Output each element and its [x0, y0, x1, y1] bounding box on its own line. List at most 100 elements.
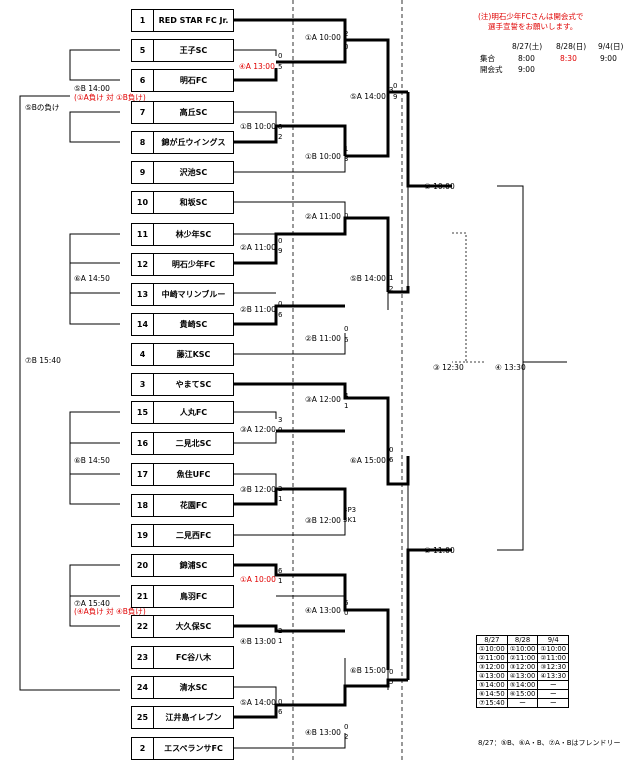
score: 6	[278, 311, 283, 319]
team-number: 14	[132, 314, 154, 335]
score: 1	[278, 637, 283, 645]
schedule-table-header: 8/27	[476, 635, 508, 645]
team-name: 明石少年FC	[171, 260, 216, 269]
match-label: ④B 13:00	[240, 637, 276, 646]
match-label: ①B 10:00	[240, 122, 276, 131]
match-label: ②B 11:00	[305, 334, 341, 343]
team-number: 17	[132, 464, 154, 485]
team-name: 魚住UFC	[176, 470, 211, 479]
footnote: 8/27：⑤B、⑥A・B、⑦A・Bはフレンドリー	[478, 739, 621, 747]
match-label: ⑥A 15:00	[350, 456, 386, 465]
team-number: 18	[132, 495, 154, 516]
score: 4	[344, 392, 349, 400]
team-name: 高丘SC	[179, 108, 208, 117]
match-label: ①B 10:00	[305, 152, 341, 161]
team-box: 7 高丘SC	[131, 101, 234, 124]
team-box: 2 エスペランサFC	[131, 737, 234, 760]
team-number: 25	[132, 707, 154, 728]
team-name: 錦が丘ウイングス	[161, 138, 226, 147]
match-label: ④A 13:00	[239, 62, 275, 71]
schedule-table-cell: ⑤14:00	[476, 680, 508, 690]
team-number: 4	[132, 344, 154, 365]
score: 3	[278, 416, 283, 424]
team-box: 23 FC谷八木	[131, 646, 234, 669]
score: 1	[278, 577, 283, 585]
score: 1	[344, 145, 349, 153]
team-name: 沢池SC	[179, 168, 208, 177]
score: 2	[278, 485, 283, 493]
score: 9	[393, 93, 398, 101]
schedule-table-cell: ー	[506, 698, 539, 708]
score: 8	[278, 123, 283, 131]
schedule-table-cell: ④13:00	[476, 671, 508, 681]
schedule-table-cell: ③12:00	[476, 662, 508, 672]
team-number: 6	[132, 70, 154, 91]
team-name: 人丸FC	[179, 408, 208, 417]
team-number: 3	[132, 374, 154, 395]
score: 2	[344, 30, 349, 38]
score: 2	[278, 627, 283, 635]
score: 0	[344, 43, 349, 51]
team-number: 24	[132, 677, 154, 698]
match-label: ⑤A 14:00	[240, 698, 276, 707]
match-label: ③ 12:30	[433, 363, 464, 372]
team-box: 10 和坂SC	[131, 191, 234, 214]
schedule-date-2: 8/28(日)	[556, 42, 587, 51]
score: 2	[389, 285, 394, 293]
team-number: 22	[132, 616, 154, 637]
team-number: 20	[132, 555, 154, 576]
schedule-table-cell: ②11:00	[476, 653, 508, 663]
match-label: ⑥B 15:00	[350, 666, 386, 675]
schedule-table-cell: ⑦15:40	[476, 698, 508, 708]
match-label: ⑤A 14:00	[350, 92, 386, 101]
match-label: ③A 12:00	[305, 395, 341, 404]
match-label: ④B 13:00	[305, 728, 341, 737]
score: 0	[389, 446, 394, 454]
score: 3K1	[343, 516, 357, 524]
schedule-table-cell: ②11:00	[506, 653, 539, 663]
team-name: エスペランサFC	[164, 744, 223, 753]
team-number: 2	[132, 738, 154, 759]
team-name: FC谷八木	[175, 653, 212, 662]
team-name: 二見北SC	[175, 439, 212, 448]
schedule-table-cell: ①10:00	[537, 644, 570, 654]
schedule-table-cell: ⑤14:00	[506, 680, 539, 690]
team-number: 1	[132, 10, 154, 31]
score: 0	[344, 609, 349, 617]
team-name: 和坂SC	[179, 198, 208, 207]
schedule-row1-d3: 9:00	[600, 54, 617, 63]
schedule-table-cell: ⑥15:00	[506, 689, 539, 699]
match-label: (④A負け 対 ④B負け)	[74, 607, 146, 616]
score: 6	[389, 456, 394, 464]
match-label: ①A 10:00	[305, 33, 341, 42]
match-label: ① 10:00	[424, 182, 455, 191]
match-label: ⑤Bの負け	[25, 103, 60, 112]
match-label: ①A 10:00	[240, 575, 276, 584]
team-name: 花園FC	[179, 501, 208, 510]
score: 6	[344, 336, 349, 344]
score: 0	[389, 668, 394, 676]
team-number: 7	[132, 102, 154, 123]
team-name: 二見西FC	[175, 531, 212, 540]
score: 3	[344, 155, 349, 163]
score: 6	[278, 567, 283, 575]
team-number: 23	[132, 647, 154, 668]
notice-line-1: (注)明石少年FCさんは開会式で	[478, 12, 584, 21]
team-name: 林少年SC	[175, 230, 212, 239]
team-name: 鳥羽FC	[179, 592, 208, 601]
score: 1	[344, 402, 349, 410]
match-label: ② 11:00	[424, 546, 455, 555]
team-number: 10	[132, 192, 154, 213]
